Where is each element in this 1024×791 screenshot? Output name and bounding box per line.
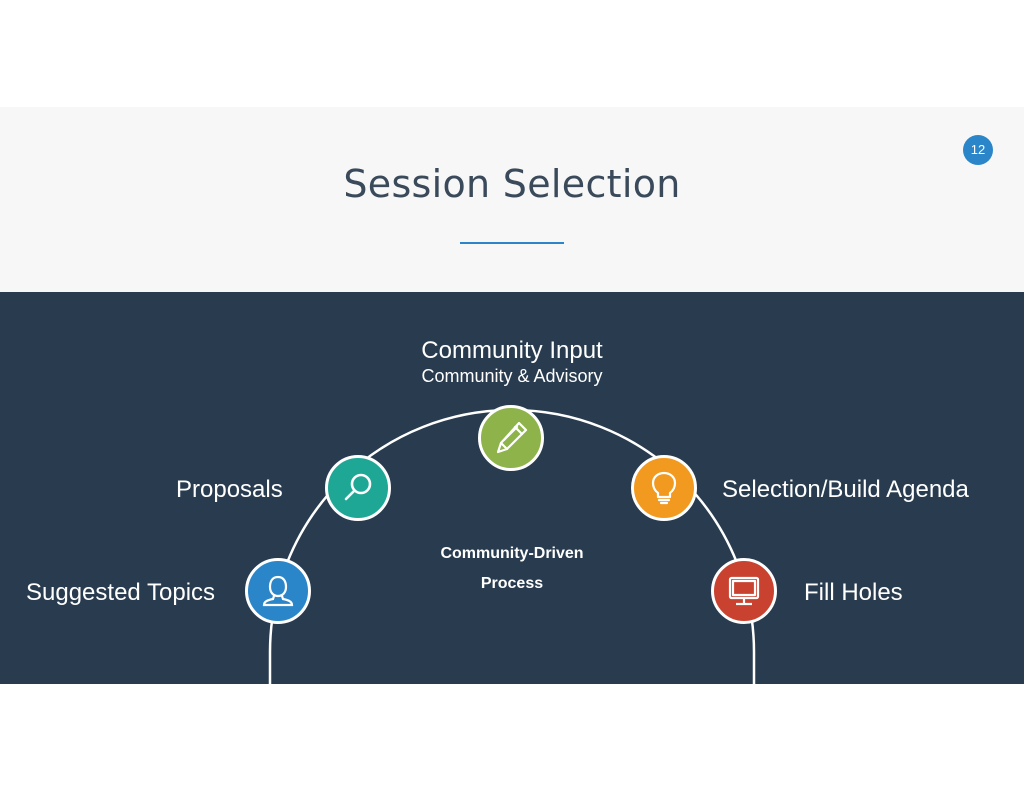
title-underline: [460, 242, 564, 244]
label-selection-build-agenda: Selection/Build Agenda: [722, 476, 969, 503]
page-number-badge: 12: [963, 135, 993, 165]
node-community-input: [478, 405, 544, 471]
pencil-icon: [496, 421, 528, 454]
lightbulb-icon: [651, 471, 677, 505]
monitor-icon: [728, 576, 760, 606]
center-label-line2: Process: [480, 575, 544, 592]
diagram-panel: Community-Driven Process Suggested Topic…: [0, 292, 1024, 684]
label-community-input: Community Input: [421, 337, 603, 364]
slide-title: Session Selection: [343, 162, 681, 206]
center-label-line1: Community-Driven: [440, 545, 584, 562]
slide-header: [0, 107, 1024, 292]
node-suggested-topics: [245, 558, 311, 624]
sublabel-community-advisory: Community & Advisory: [421, 366, 603, 386]
node-selection-build-agenda: [631, 455, 697, 521]
node-proposals: [325, 455, 391, 521]
label-proposals: Proposals: [176, 476, 283, 503]
node-fill-holes: [711, 558, 777, 624]
label-fill-holes: Fill Holes: [804, 579, 903, 606]
magnifier-icon: [344, 473, 372, 501]
label-suggested-topics: Suggested Topics: [26, 579, 216, 606]
user-icon: [262, 575, 294, 607]
